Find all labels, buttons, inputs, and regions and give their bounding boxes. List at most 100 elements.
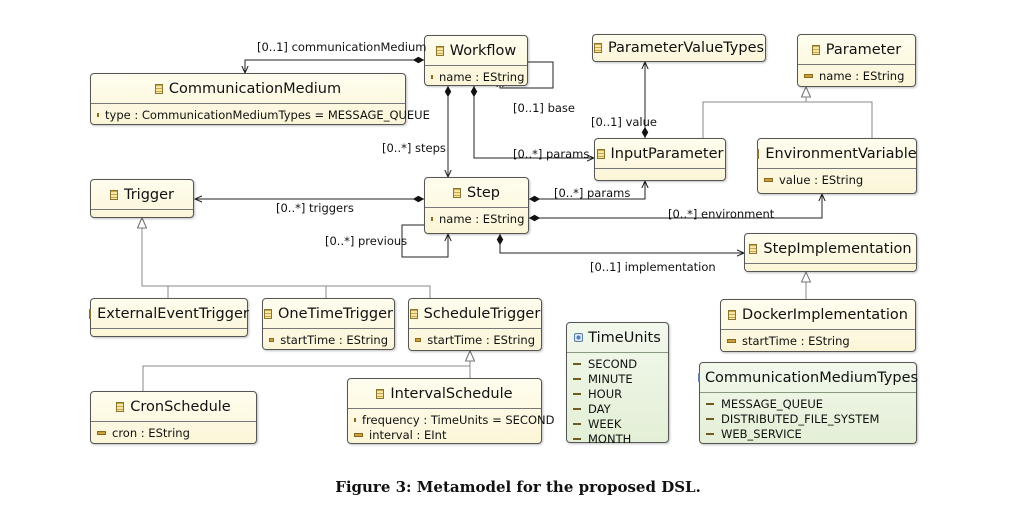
class-communication-medium[interactable]: CommunicationMedium type : Communication…: [90, 73, 430, 125]
attribute-icon: [431, 216, 433, 221]
edge-communication-medium: [245, 60, 424, 73]
class-parameter[interactable]: Parameter name : EString: [797, 34, 916, 87]
literal-icon: [573, 392, 581, 395]
eclass-icon: [435, 45, 444, 56]
attribute-icon: [804, 73, 813, 78]
enum-time-units[interactable]: TimeUnits SECOND MINUTE HOUR DAY WEEK MO…: [566, 322, 669, 446]
edge-environment: [529, 194, 822, 218]
enum-literal: SECOND: [588, 356, 638, 371]
metamodel-diagram: Workflow name : EString CommunicationMed…: [0, 0, 919, 446]
class-name: IntervalSchedule: [390, 385, 513, 402]
enum-literal: WEEK: [588, 416, 622, 431]
attribute-icon: [431, 74, 433, 79]
eclass-icon: [811, 44, 820, 55]
attribute-icon: [727, 338, 736, 343]
label-implementation: [0..1] implementation: [590, 260, 716, 274]
literal-icon: [573, 437, 581, 440]
enum-name: TimeUnits: [588, 329, 661, 346]
attribute-icon: [97, 430, 106, 435]
literal-icon: [706, 432, 714, 435]
attribute: startTime : EString: [742, 333, 850, 348]
relationship-edges: [0, 0, 873, 391]
attribute: interval : EInt: [369, 427, 447, 442]
enum-literal: MESSAGE_QUEUE: [721, 396, 824, 411]
eclass-icon: [109, 189, 118, 200]
eclass-icon: [749, 243, 758, 254]
eclass-icon: [757, 148, 760, 159]
class-name: OneTimeTrigger: [277, 305, 394, 322]
attribute-icon: [97, 112, 99, 117]
enum-communication-medium-types[interactable]: CommunicationMediumTypes MESSAGE_QUEUE D…: [697, 362, 919, 444]
attribute: name : EString: [439, 211, 525, 226]
class-step-implementation[interactable]: StepImplementation: [744, 233, 917, 272]
attribute: value : EString: [779, 172, 864, 187]
edge-workflow-params: [474, 86, 594, 158]
enum-literal: MINUTE: [588, 371, 633, 386]
eclass-icon: [596, 148, 605, 159]
attribute-icon: [764, 177, 773, 182]
class-name: ScheduleTrigger: [423, 305, 541, 322]
eclass-icon: [593, 43, 602, 53]
class-interval-schedule[interactable]: IntervalSchedule frequency : TimeUnits =…: [347, 378, 554, 444]
literal-icon: [706, 402, 714, 405]
figure-caption: Figure 3: Metamodel for the proposed DSL…: [335, 478, 701, 496]
enum-literal: HOUR: [588, 386, 623, 401]
eclass-icon: [154, 83, 163, 94]
class-name: DockerImplementation: [742, 306, 908, 323]
class-name: StepImplementation: [763, 240, 912, 257]
class-schedule-trigger[interactable]: ScheduleTrigger startTime : EString: [408, 298, 542, 351]
attribute-icon: [269, 337, 275, 342]
eclass-icon: [452, 187, 461, 198]
enum-literal: DAY: [588, 401, 611, 416]
attribute: startTime : EString: [280, 332, 388, 347]
enum-literal: DISTRIBUTED_FILE_SYSTEM: [721, 411, 880, 426]
class-name: ParameterValueTypes: [607, 40, 765, 56]
literal-icon: [573, 362, 581, 365]
class-name: CommunicationMedium: [168, 80, 342, 97]
label-value: [0..1] value: [591, 115, 657, 129]
gen-environmentvariable-parameter: [806, 87, 873, 138]
edge-previous: [401, 224, 448, 258]
eclass-icon: [263, 308, 272, 319]
class-parameter-value-types[interactable]: ParameterValueTypes: [592, 34, 766, 62]
eclass-icon: [89, 308, 92, 319]
edge-implementation: [500, 234, 744, 253]
class-name: CronSchedule: [130, 398, 231, 415]
class-input-parameter[interactable]: InputParameter: [594, 138, 726, 181]
attribute-icon: [354, 432, 363, 437]
attribute-icon: [354, 417, 356, 422]
enum-literal: WEB_SERVICE: [721, 426, 802, 441]
eclass-icon: [376, 388, 385, 399]
enum-literal: MONTH: [588, 431, 632, 446]
class-one-time-trigger[interactable]: OneTimeTrigger startTime : EString: [262, 298, 395, 350]
class-name: Trigger: [123, 186, 174, 203]
class-environment-variable[interactable]: EnvironmentVariable value : EString: [757, 138, 917, 194]
eenum-icon: [697, 373, 700, 382]
attribute: name : EString: [819, 68, 905, 83]
attribute: cron : EString: [112, 425, 190, 440]
label-communication-medium: [0..1] communicationMedium: [257, 40, 427, 54]
class-external-event-trigger[interactable]: ExternalEventTrigger: [89, 298, 249, 337]
class-docker-implementation[interactable]: DockerImplementation startTime : EString: [720, 299, 916, 352]
eclass-icon: [728, 309, 737, 320]
label-workflow-params: [0..*] params: [513, 147, 590, 161]
class-trigger[interactable]: Trigger: [90, 179, 194, 218]
class-name: InputParameter: [610, 145, 724, 162]
enum-name: CommunicationMediumTypes: [704, 369, 919, 386]
class-step[interactable]: Step name : EString: [424, 177, 529, 234]
eclass-icon: [409, 308, 418, 319]
attribute: name : EString: [439, 69, 525, 84]
class-workflow[interactable]: Workflow name : EString: [424, 35, 528, 86]
class-name: Parameter: [825, 41, 902, 58]
literal-icon: [573, 422, 581, 425]
class-cron-schedule[interactable]: CronSchedule cron : EString: [90, 391, 257, 444]
attribute: frequency : TimeUnits = SECOND: [362, 412, 555, 427]
label-base: [0..1] base: [513, 101, 575, 115]
literal-icon: [573, 377, 581, 380]
eclass-icon: [116, 401, 125, 412]
attribute: startTime : EString: [427, 332, 535, 347]
label-steps: [0..*] steps: [382, 141, 446, 155]
literal-icon: [706, 417, 714, 420]
class-name: Workflow: [449, 42, 517, 59]
class-name: Step: [466, 184, 500, 201]
